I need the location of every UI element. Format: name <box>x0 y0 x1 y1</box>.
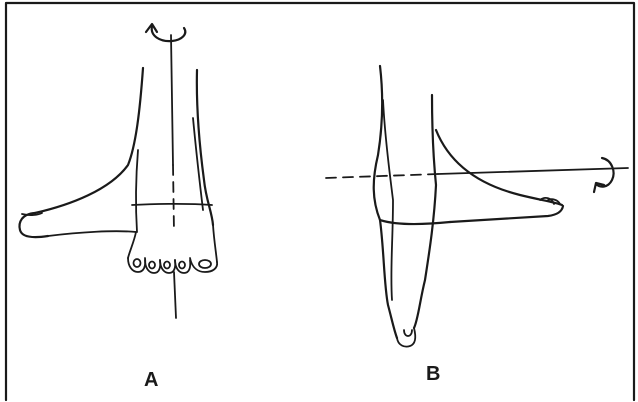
panel-a-toenail-3 <box>164 262 170 269</box>
panel-a-leg-right-outline <box>197 70 213 225</box>
panel-a-ankle-inner-line <box>136 150 138 232</box>
panel-b-leg-right-outline <box>414 95 436 328</box>
panel-b-drawing <box>326 66 628 347</box>
panel-b-heel <box>380 220 450 224</box>
panel-b-label: B <box>426 364 440 384</box>
panel-a-forefoot-left <box>128 232 136 258</box>
panel-a-drawing <box>20 24 218 318</box>
panel-a-toe-1 <box>128 258 145 272</box>
panel-a-heel <box>20 213 48 237</box>
panel-a-rotation-arrow-icon <box>152 26 186 41</box>
panel-a-toenail-2 <box>149 262 155 269</box>
panel-a-axis-solid-bottom <box>174 272 176 318</box>
panel-a-forefoot-right <box>213 225 217 262</box>
figure-border <box>6 3 634 400</box>
panel-b-axis-dashed <box>326 174 438 178</box>
panel-a-axis-solid-top <box>171 35 173 165</box>
panel-a-axis-dashed <box>173 165 174 232</box>
panel-a-toenail-5 <box>199 260 211 268</box>
panel-a-instep-line <box>132 204 212 205</box>
panel-a-sole-line <box>48 231 136 236</box>
panel-a-leg-left-outline <box>35 68 143 213</box>
panel-b-rotation-arrow-icon <box>596 158 614 187</box>
panel-a-label: A <box>144 370 158 390</box>
panel-a-toenail-1 <box>134 259 141 267</box>
panel-b-foot-sole <box>450 206 563 222</box>
panel-a-toes <box>128 258 217 273</box>
panel-b-foot-dorsum <box>436 130 562 205</box>
panel-b-toenail <box>404 330 412 336</box>
panel-a-toenail-4 <box>179 262 185 269</box>
